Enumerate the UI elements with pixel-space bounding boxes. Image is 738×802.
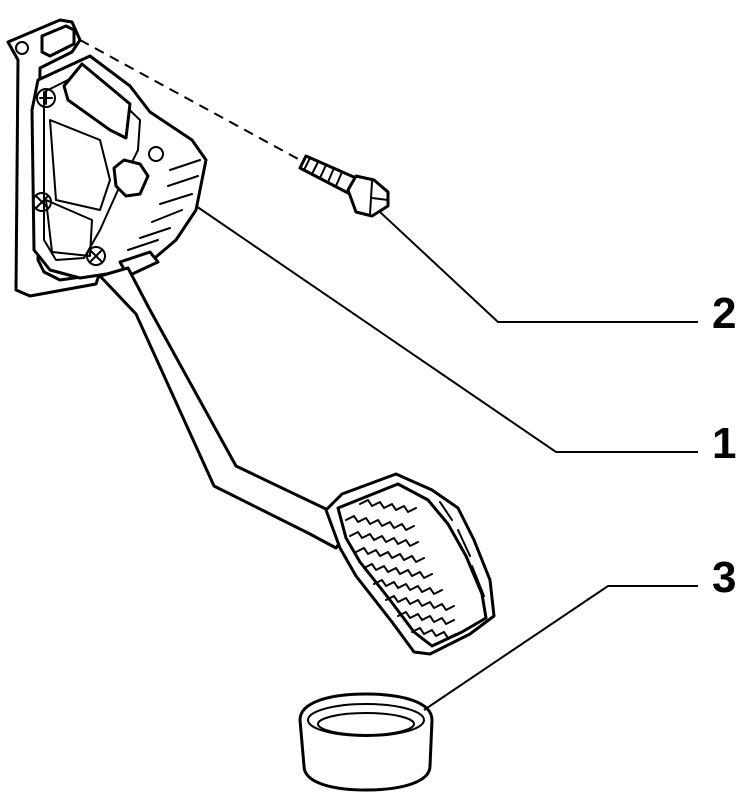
callout-number-3: 3 (712, 553, 736, 602)
sensor-block-top (62, 62, 132, 140)
pedal-arm (98, 266, 348, 550)
bolt (298, 154, 390, 218)
sensor-block-front (49, 119, 111, 211)
bolt-thread (303, 157, 343, 187)
bolt-head (346, 174, 390, 218)
bolt-alignment-line (79, 39, 301, 161)
sensor-block-lower (45, 199, 93, 257)
housing-ribs (127, 159, 201, 251)
pedal-cap (298, 692, 434, 792)
callout-number-2: 2 (712, 289, 736, 338)
pedal-pad (324, 472, 496, 656)
mounting-plate (6, 18, 102, 298)
bolt-head-edge (369, 181, 389, 215)
top-tab-hole (15, 41, 29, 55)
leader-line-1 (195, 205, 698, 453)
pedal-pad-edge (439, 501, 485, 597)
pedal-assembly (6, 18, 208, 298)
pedal-tread (345, 499, 457, 639)
pedal-cap-body (298, 692, 434, 792)
housing-screws (32, 88, 164, 266)
pedal-arm-rod (98, 266, 348, 550)
top-mounting-tab (40, 24, 76, 58)
pedal-cap-inner-rim (317, 712, 415, 736)
pivot-boss (112, 158, 150, 198)
callout-number-1: 1 (712, 419, 736, 468)
leader-line-3 (423, 585, 698, 711)
leader-line-2 (379, 211, 698, 323)
